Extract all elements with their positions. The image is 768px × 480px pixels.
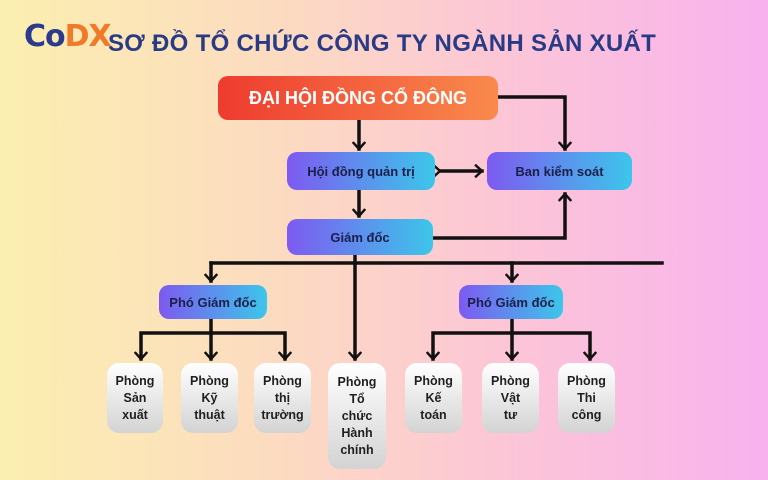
dept-accounting-box: Phòng Kế toán [405, 363, 462, 433]
connector-deputy-left-branch-1 [141, 331, 213, 359]
deputy-left-box: Phó Giám đốc [159, 285, 267, 319]
shareholders-box: ĐẠI HỘI ĐỒNG CỔ ĐÔNG [218, 76, 498, 120]
connector-shareholders-supervisory [496, 95, 565, 149]
dept-materials-box: Phòng Vật tư [482, 363, 539, 433]
dept-production-box: Phòng Sản xuất [107, 363, 163, 433]
dept-market-box: Phòng thị trường [254, 363, 311, 433]
supervisory-box: Ban kiểm soát [487, 152, 632, 190]
connector-deputy-left-branch-3 [209, 331, 285, 359]
dept-hr-admin-box: Phòng Tổ chức Hành chính [328, 363, 386, 469]
board-box: Hội đồng quản trị [287, 152, 435, 190]
connector-deputy-right-branch-1 [433, 331, 514, 359]
dept-construction-box: Phòng Thi công [558, 363, 615, 433]
deputy-right-box: Phó Giám đốc [459, 285, 563, 319]
connector-deputy-right-branch-3 [510, 331, 590, 359]
dept-technical-box: Phòng Kỹ thuật [181, 363, 238, 433]
director-box: Giám đốc [287, 219, 433, 255]
page-title: SƠ ĐỒ TỔ CHỨC CÔNG TY NGÀNH SẢN XUẤT [108, 30, 657, 57]
connector-director-supervisory [431, 194, 565, 240]
